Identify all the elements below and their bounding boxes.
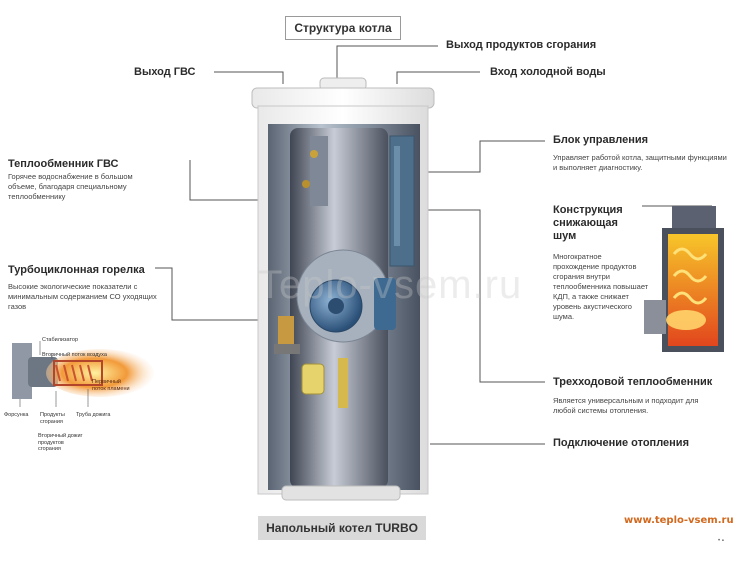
label-control: Блок управления <box>553 134 649 146</box>
desc-control: Управляет работой котла, защитными функц… <box>553 153 727 172</box>
label-burner: Турбоциклонная горелка <box>8 264 145 276</box>
diagram-title: Структура котла <box>285 16 401 40</box>
desc-burner: Высокие экологические показатели с миним… <box>8 282 157 311</box>
burner-primary-flame-label: Первичный поток пламени <box>92 379 130 392</box>
leader-cold-in <box>396 71 480 84</box>
leader-exhaust <box>336 45 438 78</box>
burner-stabilizer-label: Стабилизатор <box>42 337 79 343</box>
label-exhaust: Выход продуктов сгорания <box>446 39 597 51</box>
label-dhw-exchanger: Теплообменник ГВС <box>8 158 119 170</box>
site-url: www.teplo-vsem.ru <box>624 515 734 526</box>
burner-afterburn-tube-label: Труба дожига <box>76 412 111 418</box>
label-dhw-out: Выход ГВС <box>134 66 196 78</box>
label-cold-in: Вход холодной воды <box>490 66 606 78</box>
noise-inset-illustration <box>642 205 724 352</box>
boiler-base <box>281 485 401 501</box>
label-three-pass: Трехходовой теплообменник <box>553 376 713 388</box>
leader-control <box>385 140 545 173</box>
desc-three-pass: Является универсальным и подходит для лю… <box>553 396 699 415</box>
burner-products-label: Продукты сгорания <box>40 412 65 425</box>
boiler-illustration <box>251 77 435 501</box>
model-label: Напольный котел TURBO <box>258 516 426 540</box>
corner-mark: • ▪ <box>718 538 724 544</box>
desc-noise: Многократное прохождение продуктов сгора… <box>553 252 649 321</box>
control-unit <box>389 135 415 267</box>
label-heating: Подключение отопления <box>553 437 689 449</box>
top-cover <box>251 87 435 109</box>
burner-secondary-air-label: Вторичный поток воздуха <box>42 352 107 358</box>
watermark: Teplo-vsem.ru <box>258 263 523 307</box>
desc-dhw-exchanger: Горячее водоснабжение в большом объеме, … <box>8 172 133 201</box>
burner-secondary-afterburn-label: Вторичный дожиг продуктов сгорания <box>38 433 83 452</box>
label-noise: Конструкция снижающая шум <box>553 204 623 242</box>
leader-burner <box>155 267 300 321</box>
leader-dhw-out <box>214 71 284 84</box>
burner-nozzle-label: Форсунка <box>4 412 29 418</box>
burner-inset-illustration <box>12 341 154 407</box>
